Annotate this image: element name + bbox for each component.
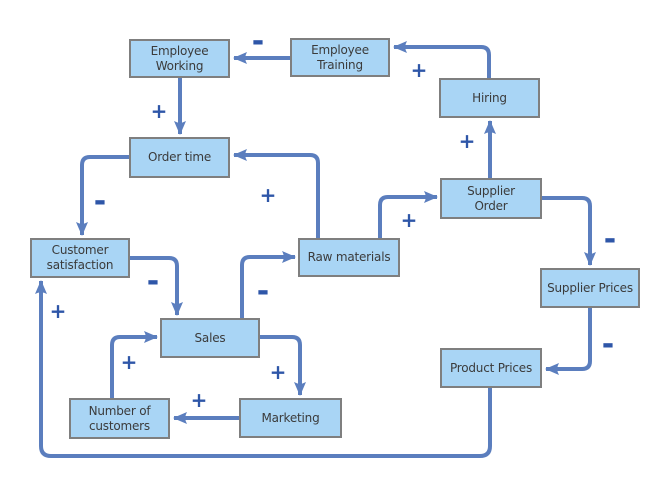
- node-raw-materials: Raw materials: [298, 238, 400, 277]
- arrow-sales-to-raw-materials: [240, 251, 296, 318]
- node-label: Supplier Prices: [547, 280, 633, 295]
- node-label: Employee Working: [150, 43, 209, 73]
- node-employee-working: Employee Working: [129, 39, 230, 78]
- arrow-hiring-to-employee-training: [393, 41, 491, 78]
- node-supplier-prices: Supplier Prices: [540, 268, 640, 308]
- node-label: Marketing: [261, 410, 320, 425]
- node-label: Sales: [194, 330, 226, 345]
- node-marketing: Marketing: [239, 398, 342, 438]
- node-supplier-order: Supplier Order: [440, 178, 542, 219]
- arrow-number-of-customers-to-sales: [110, 331, 158, 398]
- node-label: Order time: [147, 150, 212, 164]
- node-label: Product Prices: [449, 360, 533, 375]
- arrow-supplier-prices-to-product-prices: [545, 308, 592, 375]
- arrow-order-time-to-customer-satisfaction: [76, 155, 129, 236]
- node-label: Supplier Order: [467, 183, 515, 213]
- arrow-supplier-order-to-supplier-prices: [542, 196, 596, 266]
- node-sales: Sales: [160, 318, 260, 358]
- node-hiring: Hiring: [439, 78, 540, 118]
- node-employee-training: Employee Training: [290, 38, 390, 77]
- node-label: Raw materials: [307, 250, 391, 264]
- node-number-of-customers: Number of customers: [69, 398, 170, 439]
- node-label: Customer satisfaction: [46, 243, 114, 272]
- arrow-raw-materials-to-supplier-order: [378, 191, 438, 238]
- node-label: Employee Training: [311, 42, 369, 72]
- node-customer-satisfaction: Customer satisfaction: [30, 238, 130, 278]
- arrow-raw-materials-to-order-time: [233, 149, 320, 238]
- node-order-time: Order time: [129, 137, 230, 178]
- node-product-prices: Product Prices: [440, 348, 542, 388]
- node-label: Hiring: [472, 90, 507, 105]
- arrow-customer-satisfaction-to-sales: [130, 256, 183, 316]
- arrow-product-prices-to-customer-satisfaction: [35, 280, 492, 458]
- node-label: Number of customers: [88, 403, 151, 433]
- arrow-sales-to-marketing: [260, 335, 306, 396]
